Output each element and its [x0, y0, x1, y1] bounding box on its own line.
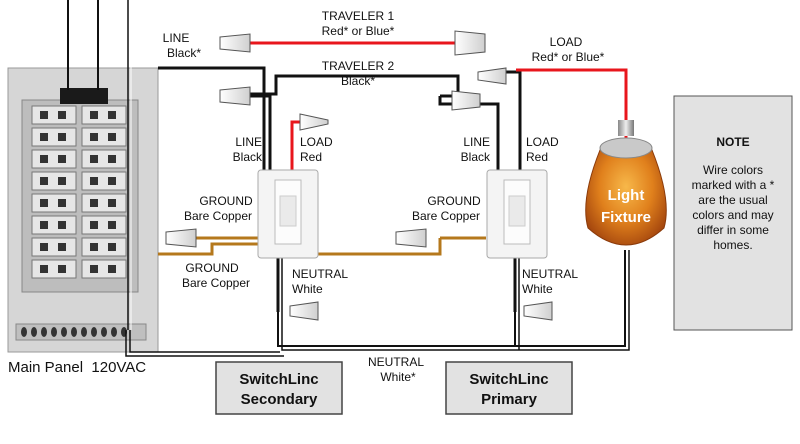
terminal-screw [61, 327, 67, 337]
breaker [81, 105, 127, 125]
breaker [31, 215, 77, 235]
breaker [31, 237, 77, 257]
terminal-screw [91, 327, 97, 337]
labels: TRAVELER 1 Red* or Blue* TRAVELER 2 Blac… [8, 9, 605, 384]
wire-nut [395, 228, 427, 248]
light-fixture-label-1: Light [608, 187, 645, 204]
terminal-screw [21, 327, 27, 337]
note-line: homes. [713, 238, 752, 252]
light-fixture: Light Fixture [585, 120, 667, 246]
breaker [81, 237, 127, 257]
note-title: NOTE [716, 135, 749, 149]
sec-load-title: LOAD [300, 135, 333, 149]
wire-nut [165, 228, 197, 248]
breaker [31, 127, 77, 147]
breaker [81, 193, 127, 213]
breaker [31, 171, 77, 191]
ground-c-sub: Bare Copper [412, 209, 480, 223]
ground-b-title: GROUND [185, 261, 239, 275]
light-fixture-label-2: Fixture [601, 209, 651, 226]
pri-line-title: LINE [463, 135, 490, 149]
switch-secondary [257, 169, 319, 259]
note-line: colors and may [692, 208, 773, 222]
terminal-screw [111, 327, 117, 337]
primary-box-line1: SwitchLinc [469, 371, 548, 388]
wire-nuts [165, 30, 553, 321]
breaker [31, 105, 77, 125]
wire-nut [289, 301, 319, 321]
switchlinc-primary-box: SwitchLinc Primary [445, 361, 573, 415]
pri-load-color: Red [526, 150, 548, 164]
ground-a-sub: Bare Copper [184, 209, 252, 223]
load-label-title: LOAD [550, 35, 583, 49]
note-line: Wire colors [703, 163, 763, 177]
neutral-sec-color: White [292, 282, 323, 296]
traveler2-color: Black* [341, 74, 375, 88]
breaker [81, 259, 127, 279]
traveler2-title: TRAVELER 2 [322, 59, 395, 73]
wire-nut [523, 301, 553, 321]
neutral-bottom-color: White* [380, 370, 416, 384]
neutral-pri-title: NEUTRAL [522, 267, 578, 281]
traveler1-color: Red* or Blue* [322, 24, 395, 38]
breaker [31, 259, 77, 279]
terminal-screw [31, 327, 37, 337]
ground-a-title: GROUND [199, 194, 253, 208]
breaker [81, 171, 127, 191]
wire-nut [219, 33, 251, 53]
terminal-screw [51, 327, 57, 337]
note-line: marked with a * [692, 178, 775, 192]
wire-nut [477, 67, 507, 85]
breaker [81, 127, 127, 147]
breaker [31, 193, 77, 213]
wire-nut [454, 30, 486, 56]
primary-box-line2: Primary [481, 391, 538, 408]
switch-primary [486, 169, 548, 259]
load-label-color: Red* or Blue* [532, 50, 605, 64]
secondary-box-line1: SwitchLinc [239, 371, 318, 388]
line-label-color: Black* [167, 46, 201, 60]
sec-line-title: LINE [235, 135, 262, 149]
wire-nut [219, 86, 251, 106]
ground-b-sub: Bare Copper [182, 276, 250, 290]
pri-line-color: Black [461, 150, 491, 164]
neutral-bottom-title: NEUTRAL [368, 355, 424, 369]
line-label-title: LINE [163, 31, 190, 45]
neutral-pri-color: White [522, 282, 553, 296]
switchlinc-secondary-box: SwitchLinc Secondary [215, 361, 343, 415]
sec-load-color: Red [300, 150, 322, 164]
breaker [81, 215, 127, 235]
terminal-screw [41, 327, 47, 337]
secondary-box-line2: Secondary [241, 391, 318, 408]
main-panel [7, 0, 159, 353]
pri-load-title: LOAD [526, 135, 559, 149]
note-line: are the usual [698, 193, 767, 207]
ground-c-title: GROUND [427, 194, 481, 208]
terminal-screw [71, 327, 77, 337]
terminal-screw [81, 327, 87, 337]
breaker [31, 149, 77, 169]
note-line: differ in some [697, 223, 769, 237]
main-panel-label: Main Panel 120VAC [8, 359, 146, 376]
wire-nut [299, 113, 329, 131]
wire-nut [451, 90, 481, 111]
neutral-sec-title: NEUTRAL [292, 267, 348, 281]
sec-line-color: Black [233, 150, 263, 164]
traveler1-title: TRAVELER 1 [322, 9, 395, 23]
note-box: NOTE Wire colors marked with a * are the… [673, 95, 793, 331]
terminal-screw [101, 327, 107, 337]
breaker [81, 149, 127, 169]
